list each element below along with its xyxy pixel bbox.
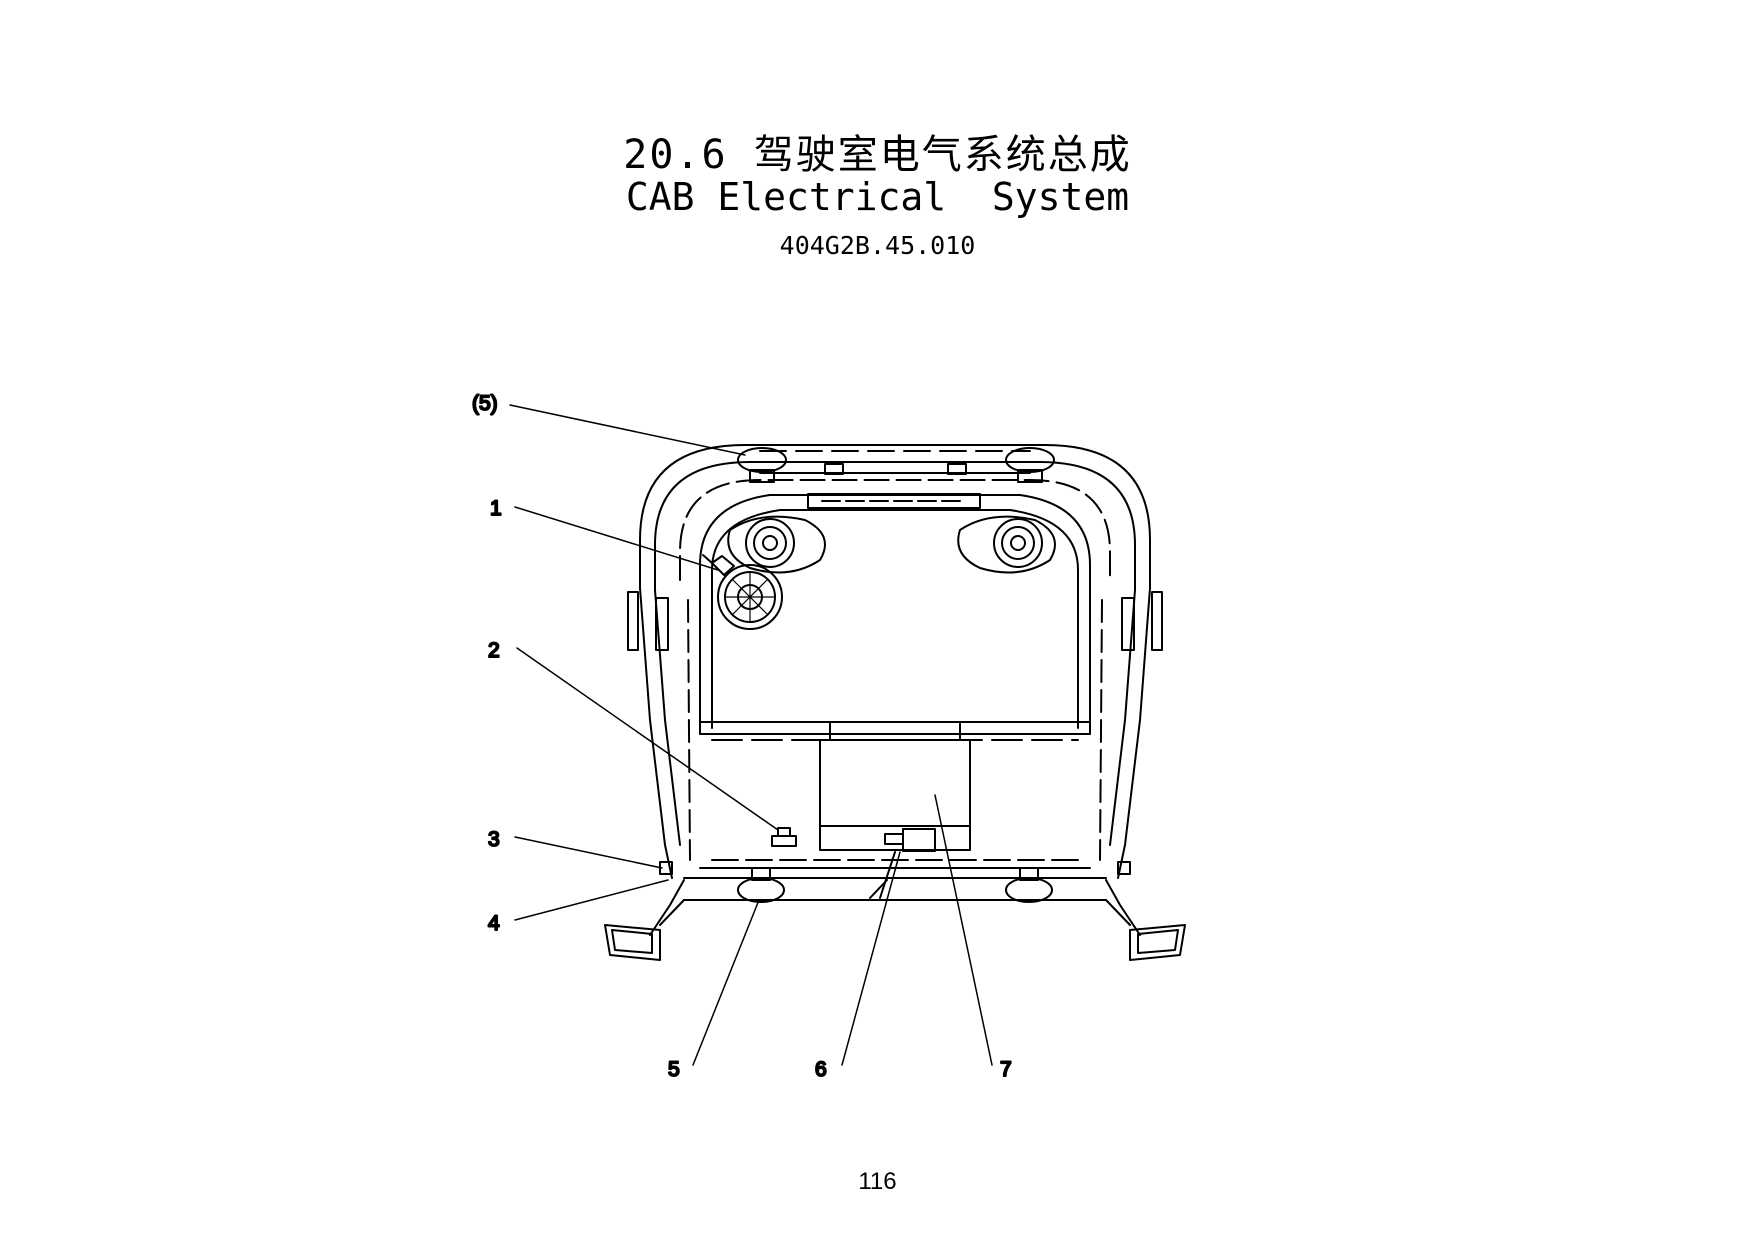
cab-frame (627, 444, 1163, 879)
electrical-box (819, 739, 971, 851)
callout-label-2: 2 (488, 639, 500, 662)
part-number: 404G2B.45.010 (779, 231, 976, 260)
callout-labels: (5) 1 2 3 4 5 6 7 (471, 391, 1013, 1082)
callout-label-5-parenthesized: (5) (472, 392, 498, 415)
leader-c4 (514, 879, 669, 921)
leader-c5p (509, 404, 746, 456)
title-chinese: 20.6 驾驶室电气系统总成 (623, 132, 1132, 178)
leader-c3 (514, 836, 663, 869)
work-lamps (737, 867, 1053, 903)
leader-c1 (514, 506, 719, 571)
callout-label-4: 4 (488, 912, 500, 935)
title-english: CAB Electrical System (625, 175, 1130, 219)
callout-label-6: 6 (815, 1058, 827, 1081)
leader-c5 (692, 899, 760, 1066)
roof-lamps (737, 447, 1055, 483)
mirrors (604, 879, 1186, 961)
leader-c2 (516, 647, 779, 831)
callout-label-7: 7 (1000, 1058, 1012, 1081)
callout-label-5: 5 (668, 1058, 680, 1081)
leader-c6 (841, 851, 901, 1066)
leader-c7 (934, 794, 993, 1066)
page-number: 116 (858, 1168, 897, 1195)
relay (869, 828, 936, 899)
leader-lines (509, 404, 993, 1066)
cab-fan (702, 554, 783, 630)
small-switch (771, 827, 797, 847)
callout-label-1: 1 (490, 497, 502, 520)
speakers (727, 515, 1056, 574)
callout-label-3: 3 (488, 828, 500, 851)
lower-structure (659, 721, 1131, 926)
